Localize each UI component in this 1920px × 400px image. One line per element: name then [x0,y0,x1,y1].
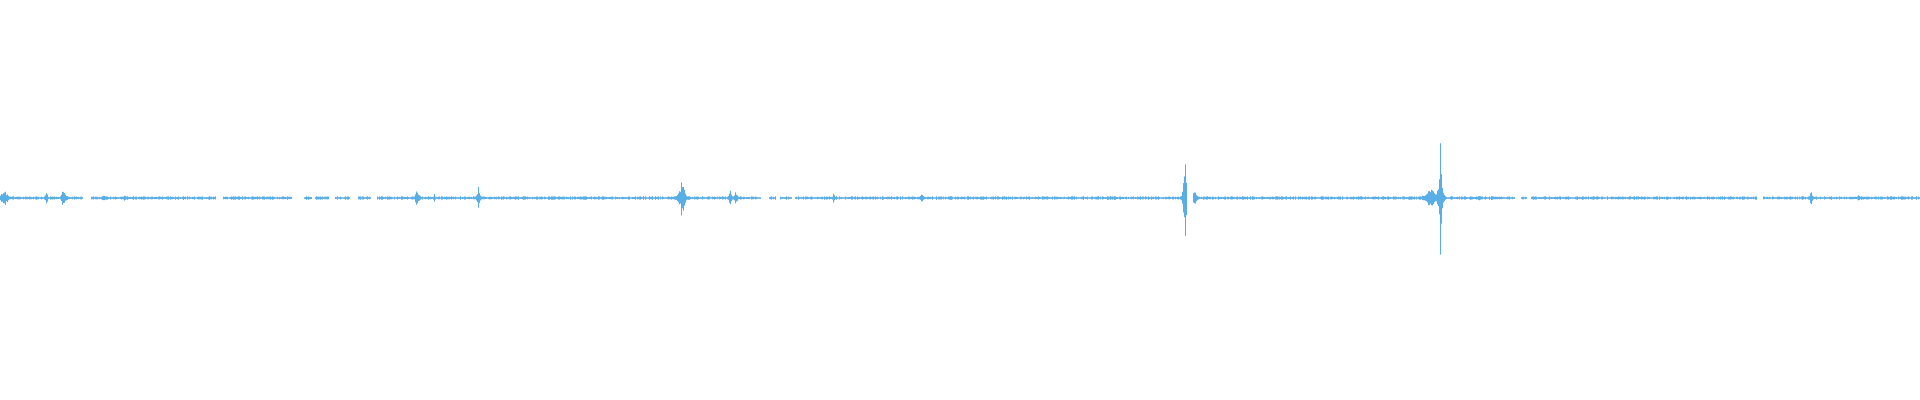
waveform-path [0,143,1920,255]
waveform-samples [0,143,1920,255]
